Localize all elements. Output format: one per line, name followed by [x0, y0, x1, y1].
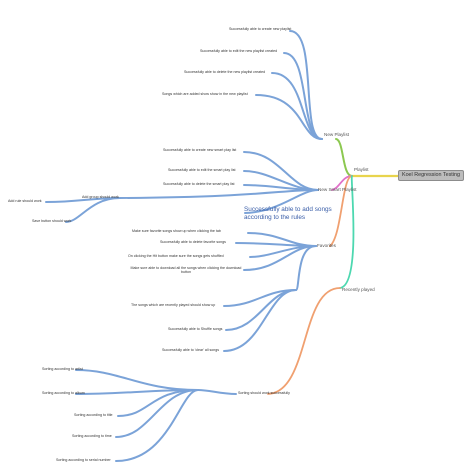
sorting-sub-item[interactable]: Sorting according to album	[42, 391, 85, 395]
recently-played-label[interactable]: Recently played	[342, 287, 375, 292]
add-rule-item[interactable]: Add rule should work	[8, 199, 42, 203]
link-sp-add	[119, 189, 319, 199]
link-fav-5	[295, 245, 317, 291]
save-button-item[interactable]: Save button should work	[32, 219, 72, 223]
link-recent-sort	[267, 287, 341, 395]
link-playlist-favorites	[329, 175, 353, 247]
new-playlist-item[interactable]: Successfully able to delete the new play…	[184, 70, 266, 74]
link-sp-rules	[244, 189, 319, 214]
link-rp-3	[223, 289, 297, 352]
link-sort-hub	[197, 389, 237, 395]
link-save-btn	[65, 197, 121, 223]
link-fav-4	[243, 245, 317, 271]
link-playlist-recent	[339, 175, 355, 289]
recent-item[interactable]: The songs which are recently played shou…	[131, 303, 216, 307]
favorites-item[interactable]: On clicking the Hit button make sure the…	[128, 254, 224, 258]
smart-playlist-item[interactable]: Successfully able to create new smart pl…	[163, 148, 237, 152]
link-sp-1	[243, 151, 319, 191]
smart-playlist-item[interactable]: Successfully able to delete the smart pl…	[163, 182, 235, 186]
link-np-1	[289, 30, 323, 140]
new-playlist-item[interactable]: Successfully able to edit the new playli…	[200, 49, 278, 53]
sorting-sub-item[interactable]: Sorting according to serial number	[56, 458, 111, 462]
link-np-4	[255, 94, 323, 140]
songs-rules-item[interactable]: Successfully able to add songs according…	[244, 206, 332, 221]
favorites-item[interactable]: Successfully able to delete favorite son…	[160, 240, 226, 244]
sorting-sub-item[interactable]: Sorting according to time	[72, 434, 112, 438]
link-np-2	[283, 52, 323, 140]
link-np-3	[271, 72, 323, 140]
favorites-item[interactable]: Make sure favorite songs show up when cl…	[132, 229, 221, 233]
link-sort-3	[117, 389, 199, 417]
new-playlist-label[interactable]: New Playlist	[324, 132, 350, 137]
new-playlist-item[interactable]: Songs which are added show show in the n…	[162, 92, 248, 96]
new-playlist-item[interactable]: Successfully able to create new playlist	[229, 27, 292, 31]
favorites-label[interactable]: Favorites	[317, 243, 336, 248]
recent-item[interactable]: Successfully able to 'clear' all songs	[162, 348, 220, 352]
add-group-item[interactable]: Add group should work	[82, 195, 119, 199]
root-node[interactable]: Koel Regression Testing	[398, 170, 464, 181]
sorting-sub-item[interactable]: Sorting according to artist	[42, 367, 83, 371]
link-playlist-new	[335, 138, 353, 177]
smart-playlist-label[interactable]: New Smart Playlist	[318, 187, 357, 192]
link-sort-5	[115, 389, 199, 462]
link-sort-1	[75, 369, 199, 391]
sorting-item[interactable]: Sorting should work successfully	[238, 391, 290, 395]
favorites-item[interactable]: Make sure able to download all the songs…	[130, 266, 242, 274]
sorting-sub-item[interactable]: Sorting according to title	[74, 413, 113, 417]
playlist-label[interactable]: Playlist	[354, 167, 369, 172]
smart-playlist-item[interactable]: Successfully able to edit the smart play…	[168, 168, 236, 172]
recent-item[interactable]: Successfully able to Shuffle songs	[168, 327, 223, 331]
link-sort-4	[115, 389, 199, 438]
